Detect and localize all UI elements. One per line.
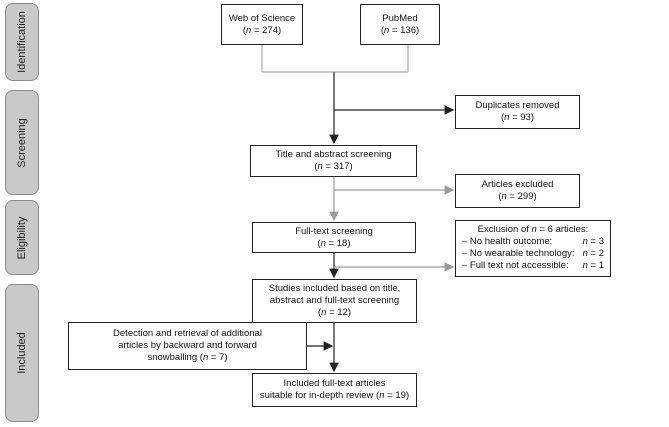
box-title-abstract-screening: Title and abstract screening (n = 317) [250, 145, 417, 177]
box-fulltext-screening: Full-text screening (n = 18) [252, 222, 416, 253]
box-title: Full-text screening [295, 225, 373, 237]
box-articles-excluded: Articles excluded (n = 299) [455, 174, 580, 208]
exclusion-title: Exclusion of n = 6 articles: [477, 224, 589, 235]
box-count: (n = 274) [242, 24, 282, 36]
box-title: Web of Science [228, 12, 296, 24]
exclusion-reason-row: – Full text not accessible: n = 1 [462, 260, 604, 271]
phase-label: Included [16, 332, 28, 374]
box-title: Title and abstract screening [275, 149, 392, 160]
box-title: Duplicates removed [475, 100, 560, 111]
box-line: abstract and full-text screening [269, 295, 400, 306]
box-count: (n = 317) [314, 161, 353, 172]
box-line: Detection and retrieval of additional [113, 328, 262, 339]
box-snowballing: Detection and retrieval of additional ar… [68, 322, 307, 370]
phase-screening: Screening [5, 90, 39, 195]
box-count: (n = 93) [500, 112, 535, 123]
phase-identification: Identification [5, 3, 39, 81]
box-count: (n = 18) [317, 237, 351, 249]
box-count: (n = 12) [317, 307, 352, 318]
phase-label: Screening [16, 117, 28, 168]
phase-included: Included [5, 284, 39, 422]
box-line: snowballing (n = 7) [147, 352, 228, 363]
phase-label: Eligibility [16, 216, 28, 259]
box-count: (n = 136) [380, 24, 420, 36]
box-studies-included: Studies included based on title, abstrac… [252, 279, 417, 323]
box-final-included: Included full-text articles suitable for… [252, 373, 417, 407]
box-title: Articles excluded [481, 179, 554, 190]
box-pubmed: PubMed (n = 136) [360, 4, 440, 45]
box-exclusion-reasons: Exclusion of n = 6 articles: – No health… [455, 220, 611, 277]
exclusion-reason-row: – No wearable technology: n = 2 [462, 248, 604, 259]
box-web-of-science: Web of Science (n = 274) [221, 4, 303, 45]
exclusion-reason-row: – No health outcome: n = 3 [462, 236, 604, 247]
box-title: PubMed [382, 12, 418, 24]
box-duplicates-removed: Duplicates removed (n = 93) [455, 95, 580, 129]
box-line: Studies included based on title, [268, 283, 401, 294]
box-count: (n = 299) [498, 191, 537, 202]
box-line: articles by backward and forward [118, 340, 257, 351]
phase-label: Identification [16, 11, 28, 73]
box-line: suitable for in-depth review (n = 19) [259, 390, 410, 401]
box-line: Included full-text articles [283, 378, 386, 389]
phase-eligibility: Eligibility [5, 200, 39, 275]
